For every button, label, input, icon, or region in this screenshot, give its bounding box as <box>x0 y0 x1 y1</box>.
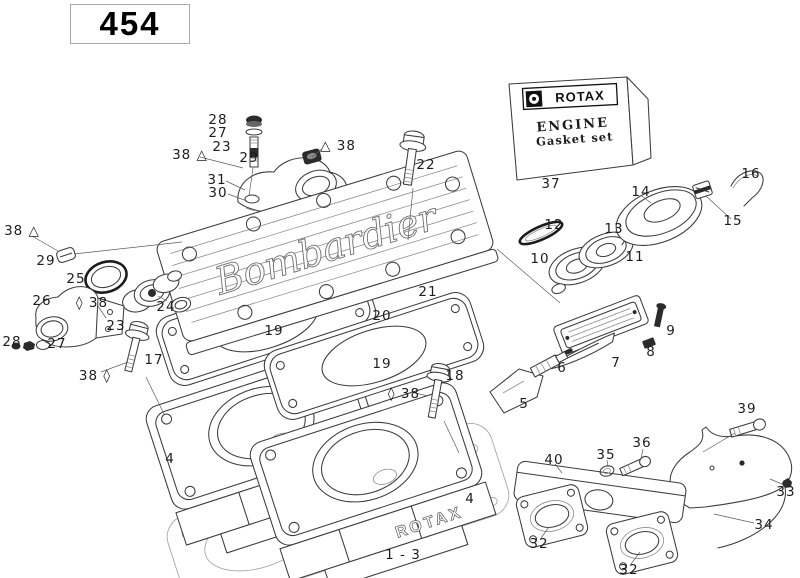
gasket-box-line1: ENGINE <box>536 115 610 135</box>
bolt-18-drawing <box>426 362 452 419</box>
part-label-13: 13 <box>604 221 624 237</box>
manifold-assembly-drawing <box>513 418 793 575</box>
bolt-22-drawing <box>399 130 427 186</box>
part-label-6: 6 <box>557 360 567 376</box>
part-label-32: 32 <box>529 536 549 552</box>
part-label-28: 28 <box>208 112 228 128</box>
part-label-19: 19 <box>264 323 284 339</box>
part-label-7: 7 <box>611 355 621 371</box>
leader-lines <box>31 148 783 565</box>
part-label-38: ◊ 38 <box>387 386 421 402</box>
part-label-29: 29 <box>239 150 259 166</box>
part-label-27: 27 <box>208 125 228 141</box>
part-label-38: 38 ◊ <box>78 368 112 384</box>
part-label-9: 9 <box>666 323 676 339</box>
part-label-38: ◊ 38 <box>75 295 109 311</box>
part-label-1-3: 1 - 3 <box>385 547 421 563</box>
part-label-34: 34 <box>754 517 774 533</box>
diagram-title-box: 454 <box>70 4 190 44</box>
part-label-23: 23 <box>212 139 232 155</box>
part-label-16: 16 <box>741 166 761 182</box>
part-label-24: 24 <box>156 299 176 315</box>
manifold-body-drawing <box>513 460 687 524</box>
part-label-8: 8 <box>646 344 656 360</box>
part-label-22: 22 <box>416 157 436 173</box>
bolt-39-drawing <box>729 418 766 438</box>
part-label-27: 27 <box>47 336 67 352</box>
part-label-32: 32 <box>619 562 639 578</box>
nut-33-drawing <box>782 478 792 488</box>
part-label-29: 29 <box>36 253 56 269</box>
part-label-5: 5 <box>519 396 529 412</box>
gasket-box-line2: Gasket set <box>536 129 614 148</box>
part-label-4: 4 <box>465 491 475 507</box>
part-label-33: 33 <box>776 484 796 500</box>
valve-assembly-drawing <box>518 170 764 295</box>
part-label-21: 21 <box>418 284 438 300</box>
gasket-box-brand: ROTAX <box>555 88 605 106</box>
part-label-31: 31 <box>207 172 227 188</box>
part-label-28: 28 <box>2 334 22 350</box>
part-label-40: 40 <box>544 452 564 468</box>
gasket-set-box: ROTAX ENGINE Gasket set <box>508 76 652 181</box>
flange-gasket-1-drawing <box>515 484 589 548</box>
part-label-38: 38 △ <box>4 223 40 239</box>
bolt-17-drawing <box>124 321 150 373</box>
part-label-14: 14 <box>631 184 651 200</box>
valve-plate-drawing <box>489 295 667 414</box>
part-label-35: 35 <box>596 447 616 463</box>
part-label-25: 25 <box>66 271 86 287</box>
part-label-17: 17 <box>144 352 164 368</box>
part-label-38: 38 △ <box>172 147 208 163</box>
bolt-36-drawing <box>619 455 651 477</box>
cylinder-2-drawing: ROTAX <box>249 382 497 578</box>
part-label-19: 19 <box>372 356 392 372</box>
part-label-30: 30 <box>208 185 228 201</box>
diagram-title: 454 <box>99 5 161 42</box>
thermostat-cluster-drawing <box>11 247 182 351</box>
part-label-15: 15 <box>723 213 743 229</box>
thermostat-drawing <box>122 270 182 313</box>
cylinder-head-drawing: Bombardier <box>156 150 499 356</box>
part-label-11: 11 <box>625 249 645 265</box>
part-label-37: 37 <box>541 176 561 192</box>
part-label-10: 10 <box>530 251 550 267</box>
part-label-23: 23 <box>106 318 126 334</box>
part-label-20: 20 <box>372 308 392 324</box>
part-label-38: △ 38 <box>320 138 356 154</box>
part-label-36: 36 <box>632 435 652 451</box>
bracket-34-drawing <box>669 426 793 509</box>
part-label-39: 39 <box>737 401 757 417</box>
top-stud-parts-drawing <box>245 115 322 168</box>
part-label-26: 26 <box>32 293 52 309</box>
part-label-4: 4 <box>165 451 175 467</box>
part-label-12: 12 <box>544 217 564 233</box>
part-label-18: 18 <box>445 368 465 384</box>
flange-gasket-2-drawing <box>605 511 679 575</box>
head-gasket-2-drawing <box>263 292 485 420</box>
